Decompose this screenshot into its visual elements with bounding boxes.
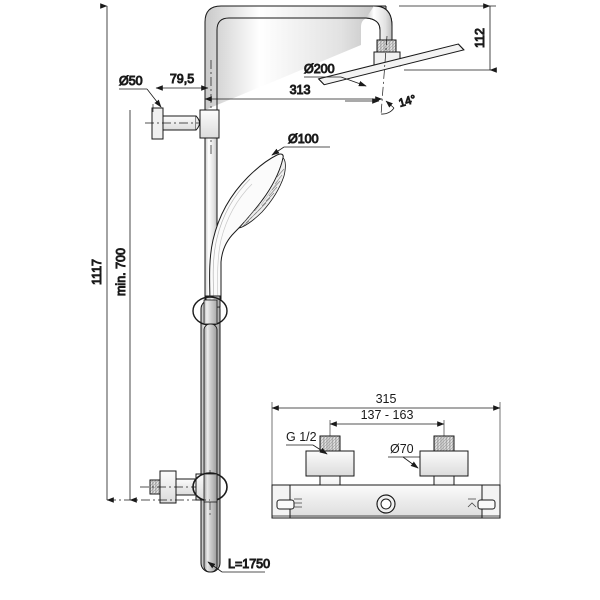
leader-head-dia	[304, 76, 367, 87]
dim-dia200-label: Ø200	[304, 62, 335, 76]
lower-wall-bracket	[140, 470, 228, 504]
dim-14deg-label: 14°	[398, 94, 418, 110]
dim-overall-height	[100, 3, 114, 503]
dim-bracket-offset	[152, 85, 209, 112]
dim-inlet-spacing-label: 137 - 163	[361, 408, 414, 422]
dim-dia100-label: Ø100	[288, 132, 319, 146]
dim-313-label: 313	[290, 83, 311, 97]
dim-head-angle	[345, 98, 395, 115]
dim-1117-label: 1117	[90, 259, 104, 285]
mixer-valve-detail	[271, 402, 501, 519]
head-centerline	[380, 35, 388, 116]
dim-dia70-label: Ø70	[390, 442, 414, 456]
leader-inlet-escutcheon-dia	[388, 456, 420, 469]
dim-min700-label: min. 700	[114, 248, 128, 296]
upper-wall-bracket	[145, 107, 220, 140]
dim-315-label: 315	[376, 392, 397, 406]
head-shower	[317, 43, 465, 86]
dim-inlet-spacing	[329, 420, 445, 437]
shower-hose	[203, 323, 218, 573]
dim-head-drop	[399, 3, 497, 73]
leader-hose-length	[207, 561, 265, 573]
dim-g12-label: G 1/2	[286, 430, 317, 444]
leader-escutcheon-dia	[119, 88, 162, 108]
hand-shower	[205, 153, 286, 308]
dim-dia50-label: Ø50	[119, 74, 143, 88]
shower-head-joint	[373, 39, 401, 67]
slider-bracket-upper	[192, 296, 228, 326]
shower-arm	[204, 5, 393, 110]
leader-inlet-thread	[286, 444, 328, 455]
dim-112-label: 112	[473, 28, 487, 48]
leader-hand-shower-dia	[271, 146, 330, 156]
dim-hose-length-label: L=1750	[228, 557, 270, 571]
dim-79-5-label: 79,5	[170, 72, 194, 86]
